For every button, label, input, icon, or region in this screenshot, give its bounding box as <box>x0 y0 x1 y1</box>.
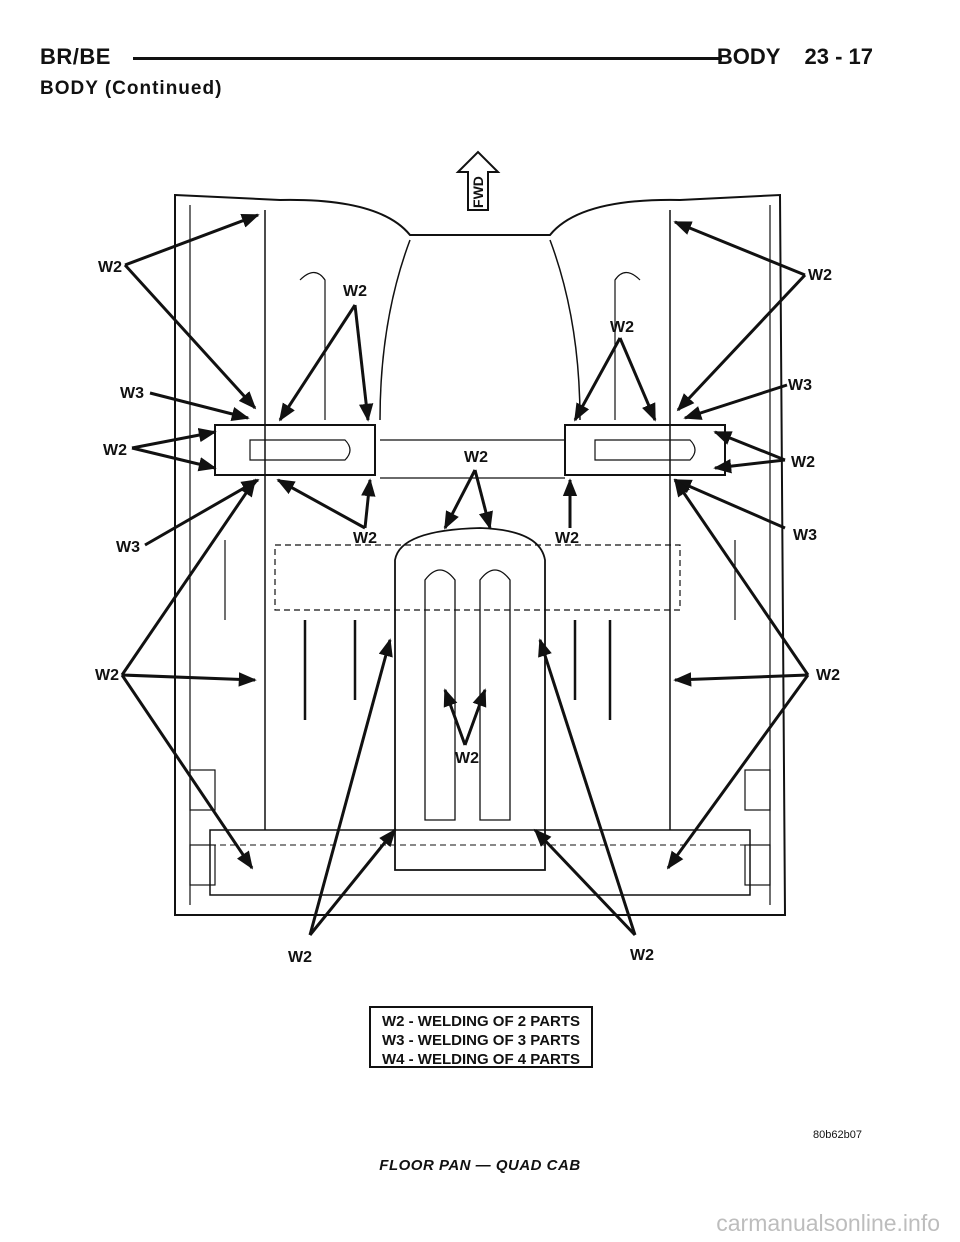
callout-label: W2 <box>791 454 815 471</box>
figure-caption: FLOOR PAN — QUAD CAB <box>379 1157 581 1174</box>
callout-label: W3 <box>116 539 140 556</box>
fwd-label: FWD <box>470 176 486 208</box>
weld-legend: W2 - WELDING OF 2 PARTS W3 - WELDING OF … <box>369 1006 593 1068</box>
callout-label: W2 <box>103 442 127 459</box>
legend-line: W3 - WELDING OF 3 PARTS <box>381 1032 581 1049</box>
legend-line: W4 - WELDING OF 4 PARTS <box>381 1051 581 1068</box>
floor-pan-diagram: FWD W2 W2 W3 <box>95 150 840 966</box>
callout-arrows <box>120 213 810 937</box>
figure-code: 80b62b07 <box>813 1129 862 1141</box>
watermark: carmanualsonline.info <box>716 1210 940 1236</box>
callout-label: W2 <box>288 949 312 966</box>
callout-label: W2 <box>343 283 367 300</box>
legend-line: W2 - WELDING OF 2 PARTS <box>381 1013 581 1030</box>
header-section: BODY <box>716 44 781 69</box>
header-rule <box>133 57 722 60</box>
callout-label: W2 <box>95 667 119 684</box>
callout-label: W2 <box>464 449 488 466</box>
callout-labels: W2 W2 W3 W2 W3 W2 W2 W2 W3 W2 W3 W2 W2 W… <box>95 259 840 966</box>
section-subheading: BODY (Continued) <box>40 78 223 99</box>
callout-label: W2 <box>630 947 654 964</box>
callout-label: W3 <box>793 527 817 544</box>
callout-label: W2 <box>808 267 832 284</box>
callout-label: W2 <box>98 259 122 276</box>
header-right: BODY 23 - 17 <box>699 44 873 70</box>
callout-label: W2 <box>610 319 634 336</box>
callout-label: W2 <box>353 530 377 547</box>
header-page-number: 23 - 17 <box>804 44 874 69</box>
callout-label: W3 <box>788 377 812 394</box>
header-model: BR/BE <box>40 44 111 69</box>
callout-label: W2 <box>816 667 840 684</box>
fwd-arrow <box>455 150 501 211</box>
callout-label: W2 <box>555 530 579 547</box>
callout-label: W2 <box>455 750 479 767</box>
floor-pan-outline <box>174 193 787 916</box>
callout-label: W3 <box>120 385 144 402</box>
